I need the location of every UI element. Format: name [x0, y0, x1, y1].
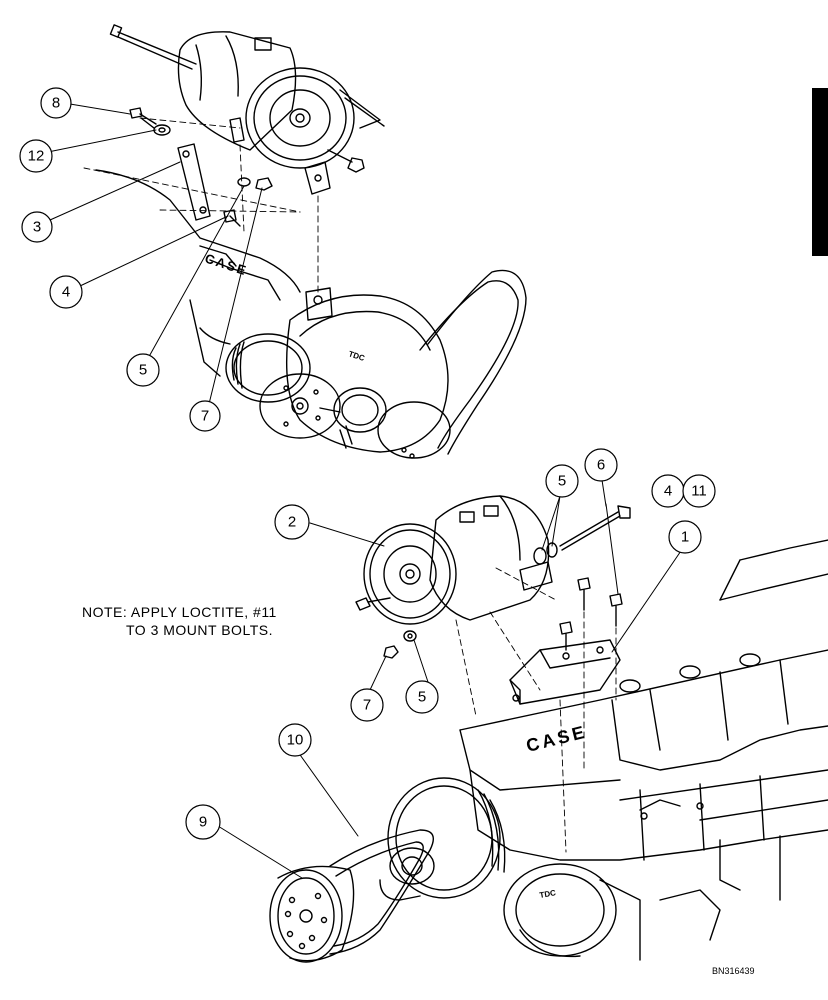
reference-code: BN316439: [712, 966, 755, 976]
callout-12-circle: [19, 139, 53, 173]
callout-leaders: [47, 103, 686, 879]
bottom-hardware: [383, 577, 623, 659]
callout-5-top-circle: [126, 353, 160, 387]
mount-bracket: [509, 639, 621, 705]
bottom-alignment-lines: [455, 567, 617, 853]
callout-5-mid-circle: [405, 680, 439, 714]
top-engine-front: [95, 169, 527, 459]
callout-7-top: 7: [201, 408, 209, 425]
callout-2: 2: [288, 514, 296, 531]
callout-6-circle: [584, 448, 618, 482]
callout-1-circle: [668, 520, 702, 554]
callout-7-mid: 7: [363, 697, 371, 714]
callout-7-mid-circle: [350, 688, 384, 722]
note-line-1: NOTE: APPLY LOCTITE, #11: [82, 604, 277, 620]
callout-2-circle: [274, 504, 310, 540]
note-line-2: TO 3 MOUNT BOLTS.: [126, 622, 273, 638]
callout-3: 3: [33, 219, 41, 236]
callout-1: 1: [681, 529, 689, 546]
callout-8-circle: [40, 87, 72, 119]
section-tab: [812, 88, 828, 256]
callout-6: 6: [597, 457, 605, 474]
top-hardware: [129, 107, 273, 227]
top-compressor: [109, 24, 385, 195]
callout-9: 9: [199, 814, 207, 831]
case-logo-bottom: CASE: [524, 721, 589, 755]
bottom-pulleys: [329, 777, 617, 958]
callout-5-mid: 5: [418, 689, 426, 706]
callout-11: 11: [691, 483, 707, 500]
top-alignment-lines: [83, 117, 319, 293]
callout-10-circle: [278, 723, 312, 757]
callout-9-circle: [185, 804, 221, 840]
callout-4-top-circle: [49, 275, 83, 309]
callout-5-top: 5: [139, 362, 147, 379]
callout-11-circle: [682, 474, 716, 508]
callout-4-right: 4: [664, 483, 672, 500]
callout-12: 12: [28, 148, 45, 165]
pulley-nine: [269, 865, 355, 963]
tdc-mark-bottom: TDC: [539, 888, 557, 900]
bottom-engine-block: [459, 539, 828, 961]
callout-5-right-circle: [545, 464, 579, 498]
callout-10: 10: [287, 732, 304, 749]
bottom-compressor: [355, 495, 631, 625]
callout-8: 8: [52, 95, 60, 112]
callout-5-right: 5: [558, 473, 566, 490]
callout-4-top: 4: [62, 284, 70, 301]
callout-3-circle: [21, 211, 53, 243]
tdc-mark-top: TDC: [347, 349, 366, 363]
callout-7-top-circle: [189, 400, 221, 432]
